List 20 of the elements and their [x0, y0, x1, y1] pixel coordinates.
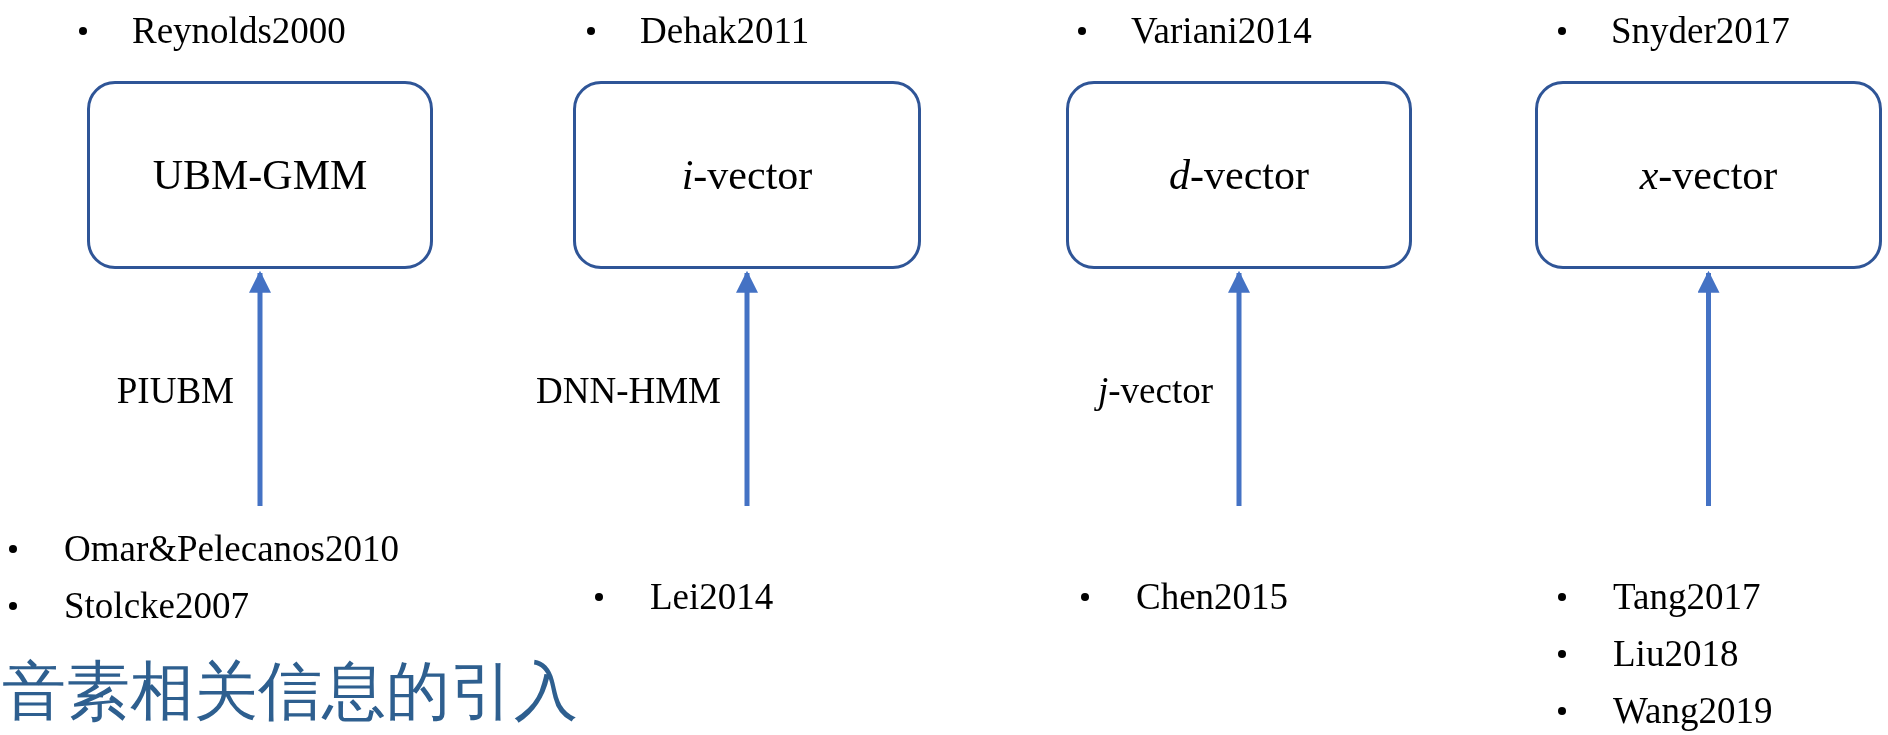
method-box: UBM-GMM: [87, 81, 433, 269]
method-box: d-vector: [1066, 81, 1412, 269]
arrow: [1228, 270, 1250, 506]
title: 音素相关信息的引入: [2, 653, 578, 730]
method-box: i-vector: [573, 81, 921, 269]
arrow: [1697, 270, 1720, 506]
citation-text: Liu2018: [1613, 632, 1739, 675]
citation-text: Wang2019: [1613, 689, 1773, 732]
citation-text: Dehak2011: [640, 9, 810, 52]
method-box: x-vector: [1535, 81, 1882, 269]
citation-text: Chen2015: [1136, 575, 1289, 618]
arrow: [736, 270, 758, 506]
citation-text: Omar&Pelecanos2010: [64, 527, 399, 570]
citation-text: Variani2014: [1131, 9, 1312, 52]
citation-text: Stolcke2007: [64, 584, 249, 627]
citation-text: Reynolds2000: [132, 9, 346, 52]
arrow: [249, 270, 271, 506]
citation-text: Snyder2017: [1611, 9, 1790, 52]
citation-text: Tang2017: [1613, 575, 1761, 618]
citation-text: Lei2014: [650, 575, 774, 618]
